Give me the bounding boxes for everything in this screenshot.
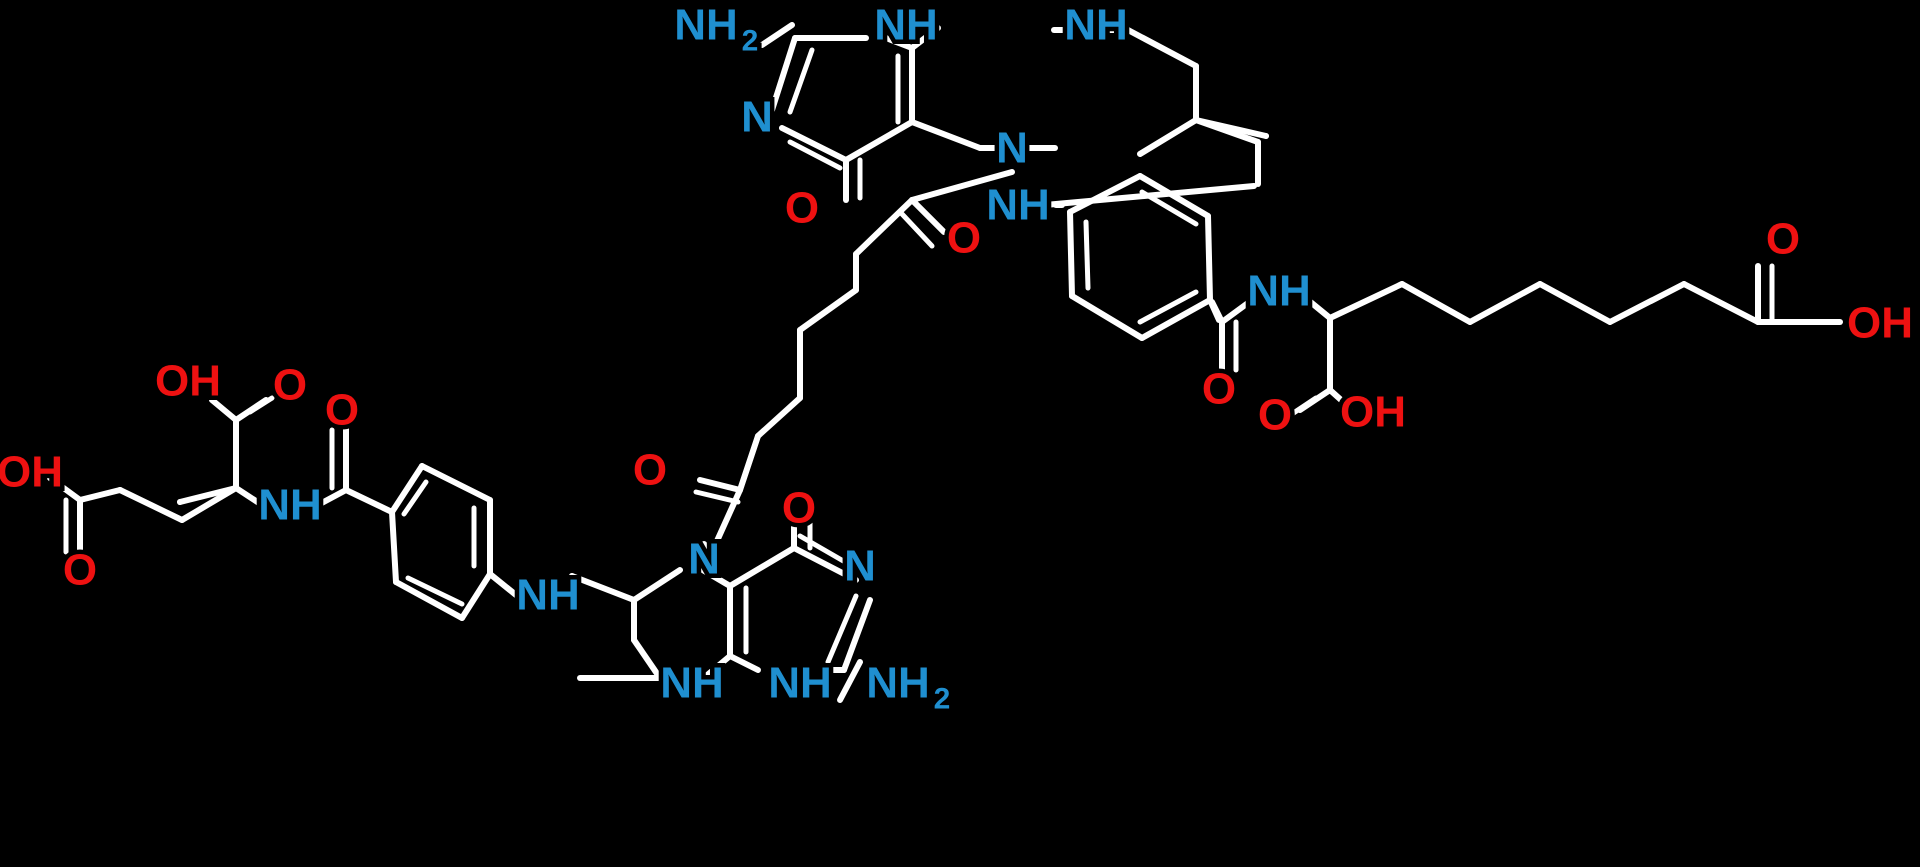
top-glutamate-tail xyxy=(1289,263,1843,417)
atom-label-b-nh-a: NH xyxy=(764,654,837,712)
top-n5-acyl-amide xyxy=(853,169,1015,257)
atom-label-b-n1: N xyxy=(840,537,881,595)
atom-text: O xyxy=(782,484,816,533)
atom-label-t-o4: O xyxy=(780,179,823,237)
atom-text: O xyxy=(1766,215,1800,264)
atom-label-t-o-amide: O xyxy=(942,209,985,267)
atom-label-b-o4: O xyxy=(777,479,820,537)
atom-text: OH xyxy=(1340,388,1406,437)
atom-label-b-n5: N xyxy=(684,530,725,588)
atom-label-t-o-benzoyl: O xyxy=(1197,360,1240,418)
atom-label-b-o-benzoyl: O xyxy=(320,381,363,439)
bottom-pteridinone-bicycle xyxy=(577,515,873,703)
atom-label-t-n1: N xyxy=(737,88,778,146)
atom-text: NH xyxy=(516,571,580,620)
atom-text: OH xyxy=(0,448,63,497)
atom-text: O xyxy=(63,546,97,595)
atom-text: O xyxy=(1258,391,1292,440)
bottom-methylene-bridge xyxy=(569,573,637,603)
atom-text: O xyxy=(633,446,667,495)
atom-text: OH xyxy=(155,357,221,406)
atom-label-b-o-amide: O xyxy=(628,441,671,499)
top-pteridinone-bicycle xyxy=(759,22,1269,203)
atom-label-t-nh-pab: NH xyxy=(982,176,1055,234)
atom-text: O xyxy=(1202,365,1236,414)
atom-text: NH xyxy=(874,1,938,50)
atom-label-t-o-gamma: O xyxy=(1761,210,1804,268)
atom-text: NH xyxy=(1247,267,1311,316)
atom-label-b-oh-alpha: OH xyxy=(151,352,226,410)
atom-text: O xyxy=(273,361,307,410)
atom-text: O xyxy=(785,184,819,233)
atom-text: NH xyxy=(768,659,832,708)
atom-label-t-nh-a: NH xyxy=(870,0,943,54)
bottom-benzene-ring xyxy=(315,425,519,621)
atom-text: N xyxy=(741,93,773,142)
atom-label-t-o-alpha: O xyxy=(1253,386,1296,444)
atom-label-t-n5: N xyxy=(992,119,1033,177)
atom-text: OH xyxy=(1847,299,1913,348)
atom-text: NH xyxy=(258,481,322,530)
atom-label-t-nh-b: NH xyxy=(1060,0,1133,54)
atom-text: O xyxy=(325,386,359,435)
atom-label-t-oh-alpha: OH xyxy=(1336,383,1411,441)
atom-text: NH xyxy=(660,659,724,708)
bottom-glutamate-tail xyxy=(47,395,275,557)
top-benzene-ring xyxy=(1067,173,1255,375)
atom-label-b-o-alpha: O xyxy=(268,356,311,414)
atom-text: N xyxy=(844,542,876,591)
atom-text: O xyxy=(947,214,981,263)
atom-text: N xyxy=(688,535,720,584)
atom-label-t-oh-gamma: OH xyxy=(1843,294,1918,352)
bottom-n5-acyl-amide xyxy=(701,541,715,555)
atom-text: NH xyxy=(986,181,1050,230)
atom-text: N xyxy=(996,124,1028,173)
atom-text: NH xyxy=(866,659,930,708)
atom-label-b-oh-gamma: OH xyxy=(0,443,68,501)
diacid-linker xyxy=(693,251,859,555)
atom-subscript: 2 xyxy=(742,25,759,58)
atom-text: NH xyxy=(1064,1,1128,50)
atom-label-b-nh-glu: NH xyxy=(254,476,327,534)
atom-label-t-nh-glu: NH xyxy=(1243,262,1316,320)
atom-text: NH xyxy=(674,1,738,50)
atom-label-b-o-gamma: O xyxy=(58,541,101,599)
atom-label-b-nh-pab: NH xyxy=(512,566,585,624)
atom-label-b-nh-b: NH xyxy=(656,654,729,712)
atom-subscript: 2 xyxy=(934,683,951,716)
